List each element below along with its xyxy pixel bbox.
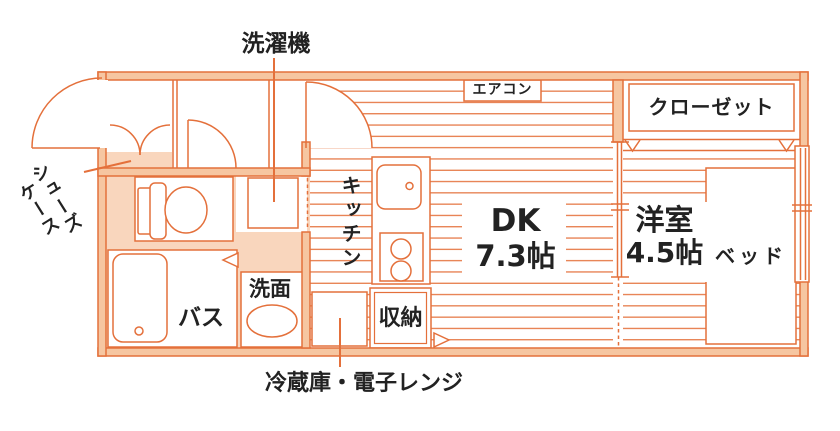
storage-door-mark bbox=[433, 331, 451, 349]
dk-door-swing-area bbox=[306, 82, 372, 148]
label-kitchen: キッチン bbox=[338, 175, 362, 271]
dk-label-bg bbox=[462, 202, 566, 282]
toilet-bowl bbox=[164, 186, 208, 234]
label-dk-name: DK bbox=[490, 203, 541, 239]
bathtub-drain-icon bbox=[134, 326, 144, 336]
storage-box-inner bbox=[373, 291, 428, 345]
burner-icon bbox=[390, 238, 412, 260]
label-bath: バス bbox=[178, 305, 224, 331]
label-fridge-microwave: 冷蔵庫・電子レンジ bbox=[264, 371, 463, 396]
bed-box bbox=[705, 167, 797, 345]
kitchen-sink bbox=[376, 164, 422, 210]
entrance-opening bbox=[96, 80, 108, 148]
sliding-door bbox=[611, 141, 629, 347]
bathtub bbox=[112, 253, 168, 343]
label-dk: DK 7.3帖 bbox=[463, 203, 568, 273]
bath-door-mark bbox=[221, 251, 239, 269]
dk-door bbox=[305, 81, 373, 149]
faucet-icon bbox=[405, 181, 414, 191]
closet-door-track bbox=[623, 138, 800, 153]
label-western-room: 洋室 4.5帖 bbox=[612, 203, 717, 270]
window bbox=[792, 145, 812, 283]
western-label-bg bbox=[614, 202, 714, 282]
shoe-case-doors bbox=[109, 124, 171, 156]
label-dk-size: 7.3帖 bbox=[475, 238, 556, 273]
entrance-door bbox=[31, 77, 103, 149]
label-western-room-size: 4.5帖 bbox=[625, 236, 704, 270]
storage-box bbox=[369, 287, 432, 349]
label-washstand: 洗面 bbox=[249, 277, 291, 301]
label-western-room-name: 洋室 bbox=[635, 203, 694, 237]
washbasin bbox=[246, 304, 298, 338]
partition-lines bbox=[172, 80, 270, 168]
label-storage: 収納 bbox=[378, 306, 423, 331]
burner-icon bbox=[390, 260, 412, 282]
hall-door bbox=[187, 119, 237, 169]
washstand-label-bg bbox=[243, 276, 301, 300]
label-bed: ベッド bbox=[715, 244, 787, 268]
toilet-seat bbox=[149, 182, 167, 240]
label-closet: クローゼット bbox=[648, 95, 775, 119]
closet-box bbox=[628, 83, 795, 132]
label-air-conditioner: エアコン bbox=[472, 82, 533, 98]
label-washing-machine: 洗濯機 bbox=[241, 31, 311, 57]
leader-lines bbox=[83, 58, 341, 367]
